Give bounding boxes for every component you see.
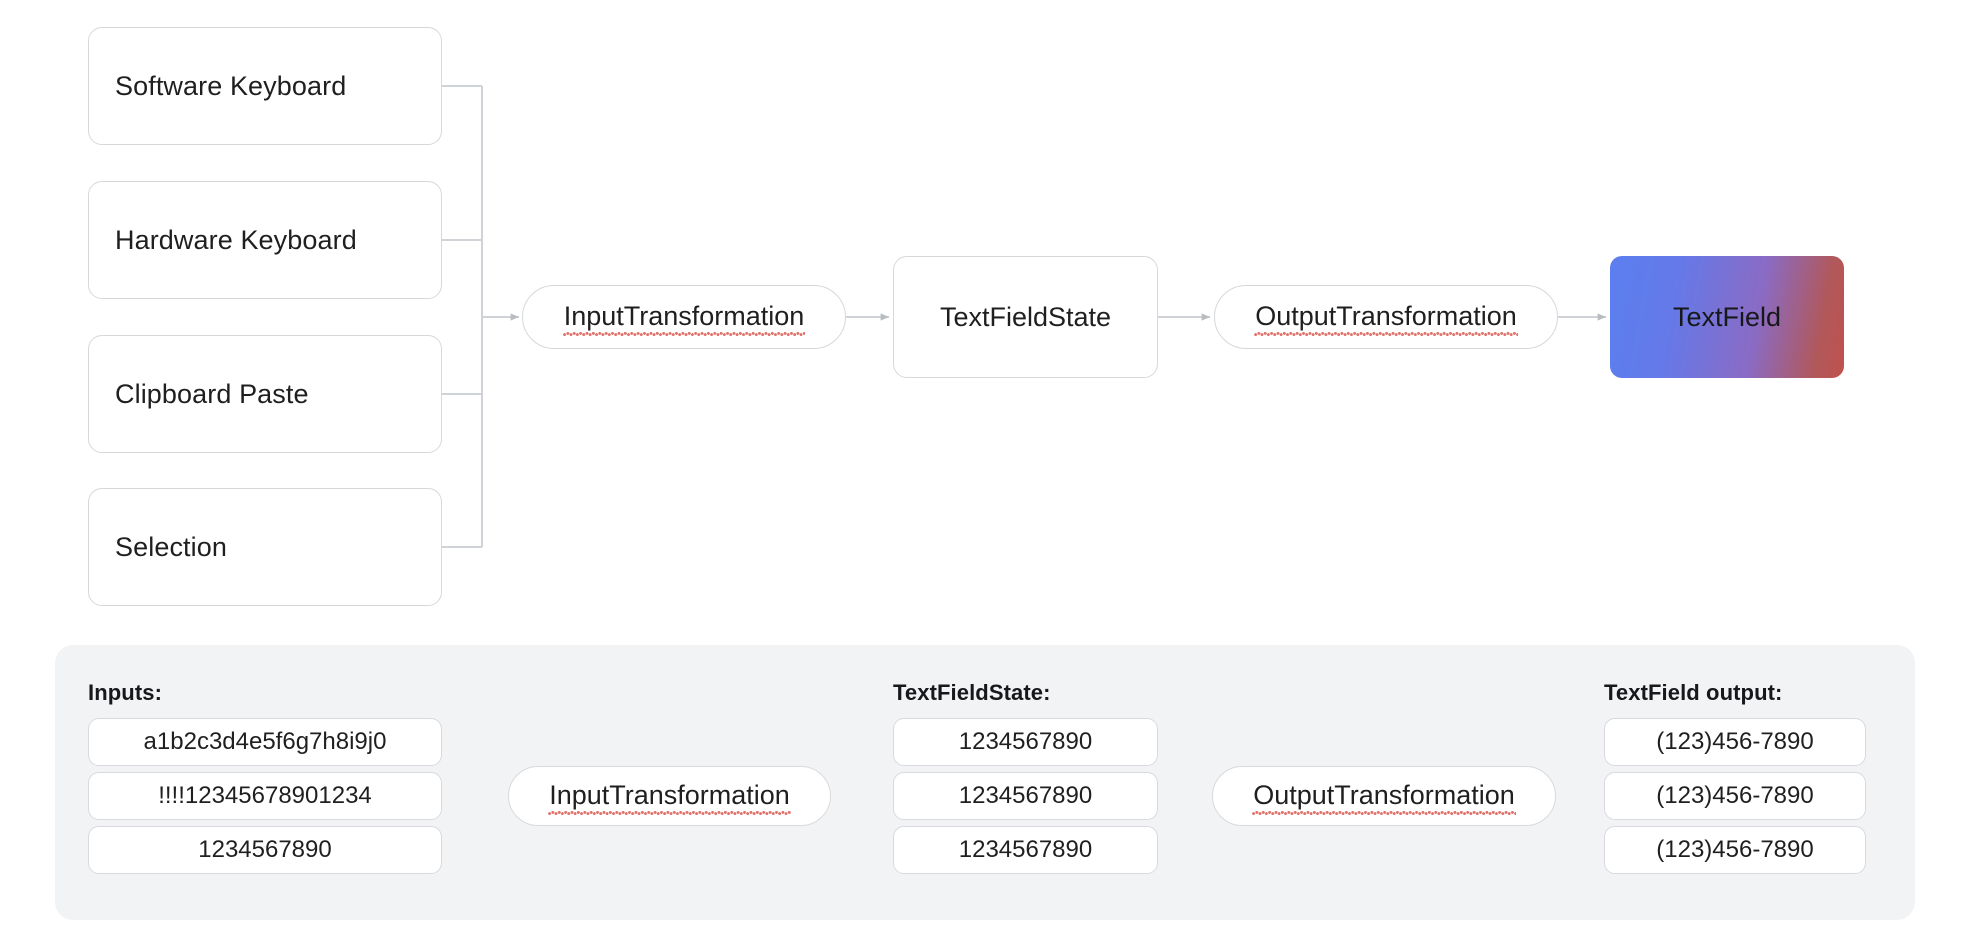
state-chip-value: 1234567890 [958, 728, 1093, 755]
node-label: TextField [1672, 301, 1782, 332]
source-box-hardware-keyboard[interactable]: Hardware Keyboard [88, 181, 442, 299]
source-label: Selection [115, 531, 227, 562]
node-label: TextFieldState [939, 301, 1112, 332]
source-box-selection[interactable]: Selection [88, 488, 442, 606]
input-chip[interactable]: a1b2c3d4e5f6g7h8i9j0 [88, 718, 442, 766]
output-chip[interactable]: (123)456-7890 [1604, 826, 1866, 874]
state-chip[interactable]: 1234567890 [893, 772, 1158, 820]
node-text-field-state[interactable]: TextFieldState [893, 256, 1158, 378]
node-label: InputTransformation [562, 301, 805, 336]
panel-node-label: OutputTransformation [1252, 780, 1516, 815]
input-chip[interactable]: !!!!12345678901234 [88, 772, 442, 820]
source-box-software-keyboard[interactable]: Software Keyboard [88, 27, 442, 145]
panel-node-output-transformation[interactable]: OutputTransformation [1212, 766, 1556, 826]
panel-node-label: InputTransformation [548, 780, 791, 815]
input-chip-value: a1b2c3d4e5f6g7h8i9j0 [143, 728, 387, 755]
source-label: Clipboard Paste [115, 378, 309, 409]
input-chip-value: !!!!12345678901234 [158, 782, 372, 809]
node-label: OutputTransformation [1254, 301, 1518, 336]
output-chip-value: (123)456-7890 [1656, 782, 1814, 809]
source-label: Hardware Keyboard [115, 224, 357, 255]
input-chip[interactable]: 1234567890 [88, 826, 442, 874]
heading-inputs: Inputs: [88, 680, 163, 705]
node-text-field[interactable]: TextField [1610, 256, 1844, 378]
output-chip[interactable]: (123)456-7890 [1604, 772, 1866, 820]
output-chip-value: (123)456-7890 [1656, 836, 1814, 863]
state-chip[interactable]: 1234567890 [893, 826, 1158, 874]
source-label: Software Keyboard [115, 70, 347, 101]
node-input-transformation[interactable]: InputTransformation [522, 285, 846, 349]
source-box-clipboard-paste[interactable]: Clipboard Paste [88, 335, 442, 453]
heading-textfieldstate: TextFieldState: [893, 680, 1051, 705]
output-chip[interactable]: (123)456-7890 [1604, 718, 1866, 766]
heading-textfield-output: TextField output: [1604, 680, 1783, 705]
input-chip-value: 1234567890 [198, 836, 332, 863]
panel-node-input-transformation[interactable]: InputTransformation [508, 766, 831, 826]
output-chip-value: (123)456-7890 [1656, 728, 1814, 755]
state-chip-value: 1234567890 [958, 836, 1093, 863]
state-chip[interactable]: 1234567890 [893, 718, 1158, 766]
state-chip-value: 1234567890 [958, 782, 1093, 809]
node-output-transformation[interactable]: OutputTransformation [1214, 285, 1558, 349]
